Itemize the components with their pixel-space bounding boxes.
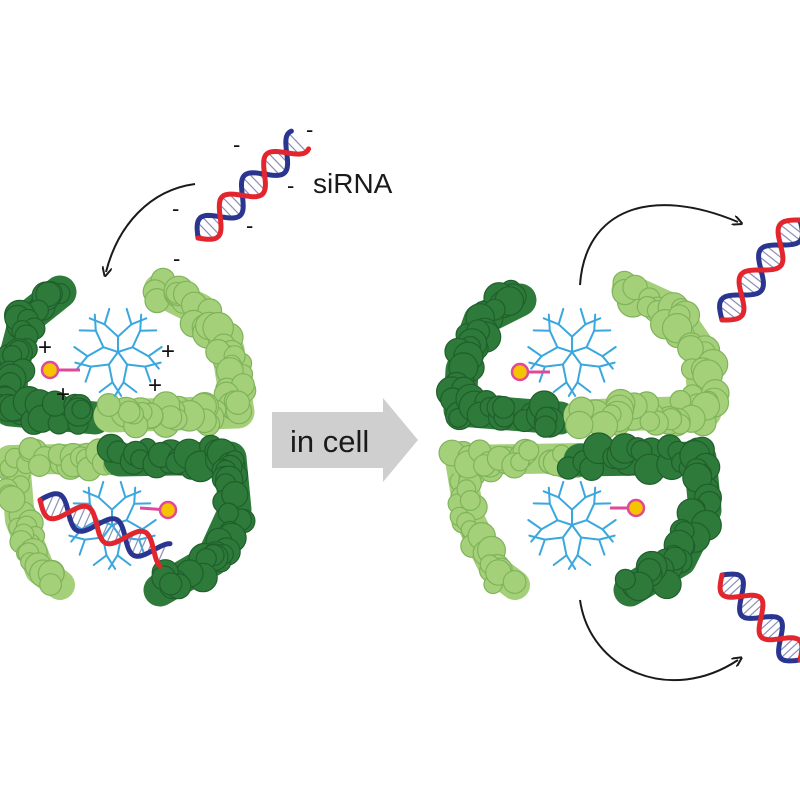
release-arrow-top: [579, 204, 738, 286]
monomer-bead: [492, 395, 516, 419]
monomer-bead: [217, 502, 239, 524]
light-crossbar: [438, 438, 595, 483]
monomer-bead: [459, 490, 481, 512]
monomer-bead: [639, 411, 661, 432]
dendrimer-upper: [73, 307, 163, 397]
nanoparticle-loaded: [0, 267, 257, 607]
sirna-label: siRNA: [313, 168, 393, 199]
linker-upper: [40, 360, 80, 380]
monomer-bead: [96, 393, 121, 418]
dark-arm-lower-right: [96, 433, 256, 607]
nanoparticle-released: [436, 270, 730, 607]
dendrimer-upper: [527, 307, 617, 397]
monomer-bead: [565, 410, 594, 440]
sirna-released-top: [717, 217, 800, 323]
minus-sign: -: [287, 173, 294, 198]
monomer-bead: [502, 570, 527, 594]
minus-sign: -: [246, 213, 253, 238]
linker-upper: [510, 362, 550, 382]
minus-sign: -: [173, 246, 180, 271]
uptake-arrow: [106, 183, 196, 272]
plus-sign: +: [56, 381, 70, 408]
release-arrow-bottom: [579, 599, 738, 682]
minus-sign: -: [172, 196, 179, 221]
light-arm-upper-right: [93, 267, 257, 439]
monomer-bead: [71, 399, 91, 420]
monomer-bead: [39, 573, 62, 596]
monomer-bead: [534, 415, 557, 438]
linker-lower: [610, 498, 646, 518]
monomer-bead: [0, 485, 26, 513]
plus-sign: +: [148, 372, 162, 399]
sirna-bound: [37, 491, 173, 569]
monomer-bead: [614, 568, 637, 591]
sirna-released-bottom: [717, 571, 800, 664]
minus-sign: -: [306, 117, 313, 142]
sirna-strands: [37, 128, 800, 664]
linker-lower: [139, 500, 178, 520]
monomer-bead: [117, 400, 141, 424]
dark-arm-upper-left: [0, 275, 112, 435]
dark-arm-upper-left: [436, 279, 577, 438]
dendrimer-lower: [527, 480, 617, 570]
monomer-bead: [225, 390, 251, 415]
monomer-bead: [159, 572, 183, 596]
minus-sign: -: [233, 132, 240, 157]
monomer-bead: [28, 454, 51, 478]
plus-sign: +: [161, 338, 175, 365]
in-cell-label: in cell: [290, 424, 369, 459]
plus-sign: +: [38, 334, 52, 361]
in-cell-arrow: in cell: [272, 398, 418, 482]
light-arm-upper-right: [563, 270, 730, 440]
sirna-free: [194, 128, 312, 242]
dark-arm-lower-right: [556, 432, 722, 607]
monomer-bead: [518, 439, 540, 461]
